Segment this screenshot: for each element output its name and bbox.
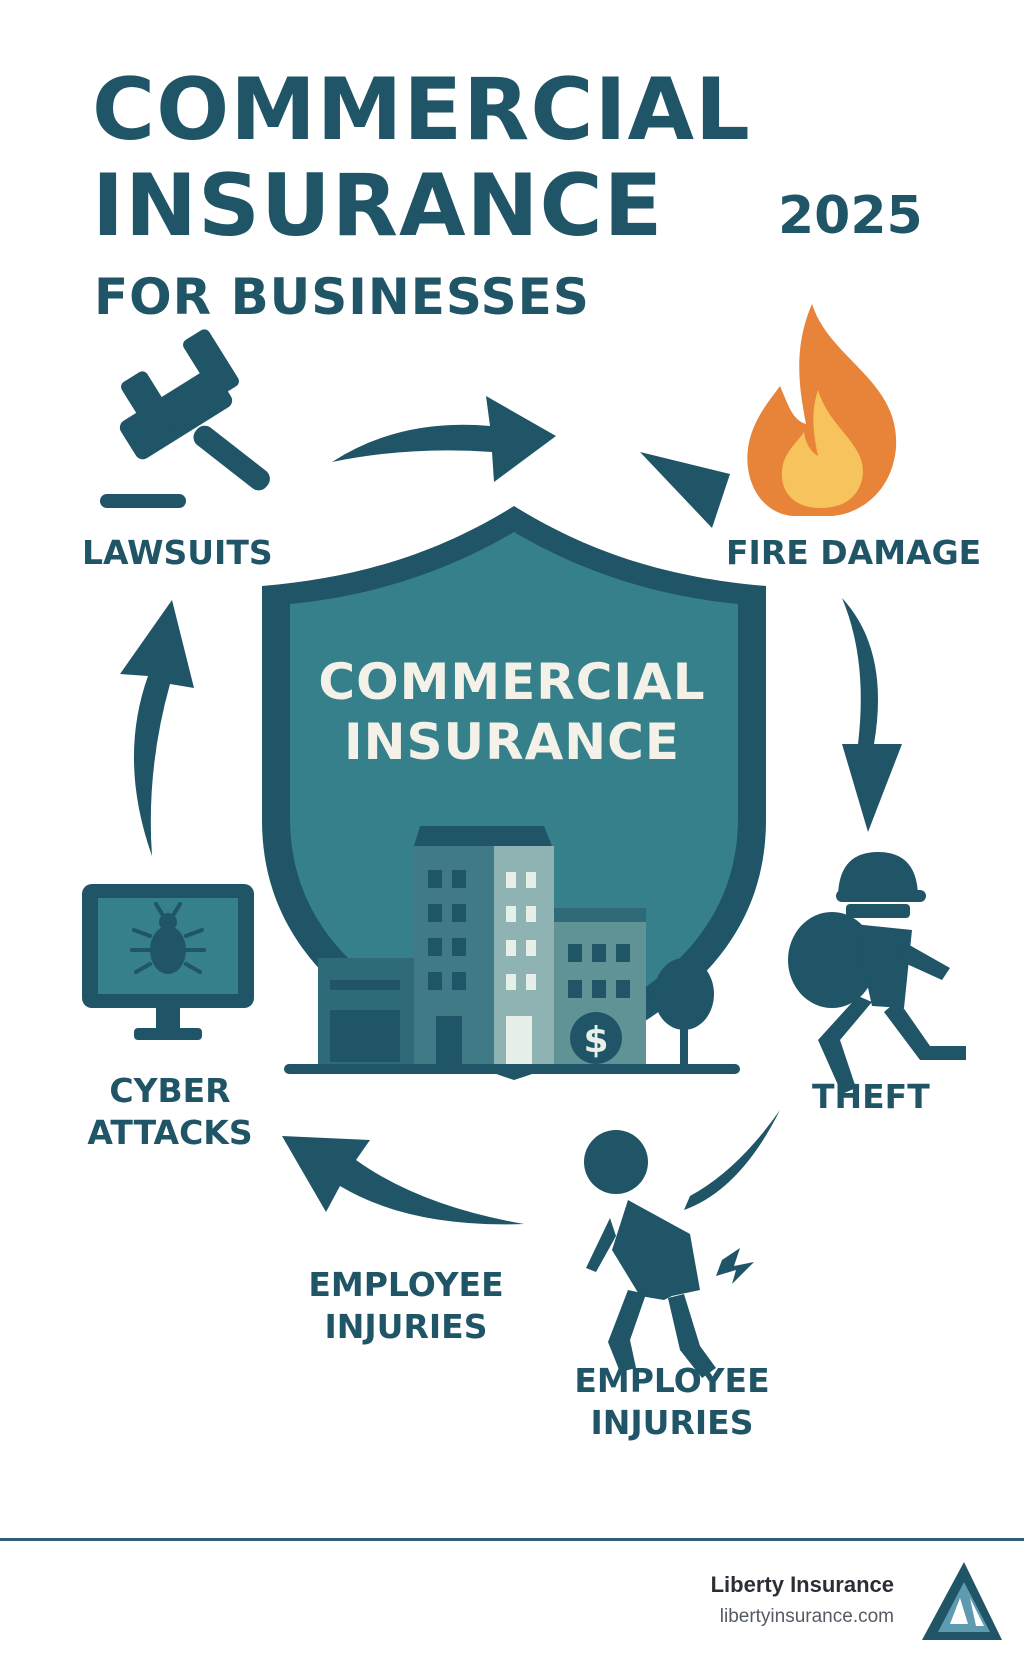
thief-icon	[788, 852, 966, 1094]
injuries-right-line-2: INJURIES	[590, 1403, 754, 1442]
cyber-line-1: CYBER	[109, 1071, 231, 1110]
label-employee-injuries-left: EMPLOYEE INJURIES	[296, 1264, 516, 1348]
cyber-line-2: ATTACKS	[87, 1113, 253, 1152]
arrow-left	[120, 600, 194, 856]
computer-bug-icon	[82, 884, 254, 1040]
label-lawsuits: LAWSUITS	[82, 533, 273, 572]
title-line-2: INSURANCE	[92, 156, 664, 256]
injuries-right-line-1: EMPLOYEE	[574, 1361, 770, 1400]
injuries-left-line-1: EMPLOYEE	[308, 1265, 504, 1304]
tree-icon	[654, 958, 714, 1066]
injured-worker-icon	[584, 1130, 754, 1378]
injuries-left-line-2: INJURIES	[324, 1307, 488, 1346]
arrow-right	[842, 598, 902, 832]
year-label: 2025	[778, 186, 923, 246]
shield-line-2: INSURANCE	[344, 713, 680, 771]
title-line-1: COMMERCIAL	[92, 60, 751, 160]
arrow-to-fire	[640, 452, 730, 528]
footer-divider	[0, 1538, 1024, 1541]
cycle-arrows	[120, 396, 902, 1225]
label-theft: THEFT	[812, 1077, 930, 1116]
dollar-icon: $	[570, 1012, 622, 1064]
shield-label: COMMERCIAL INSURANCE	[300, 652, 724, 772]
page-title: COMMERCIAL INSURANCE	[92, 62, 751, 254]
page-subtitle: FOR BUSINESSES	[94, 268, 590, 326]
label-cyber-attacks: CYBER ATTACKS	[82, 1070, 258, 1154]
svg-text:$: $	[583, 1020, 608, 1061]
fire-icon	[747, 304, 897, 516]
brand-url[interactable]: libertyinsurance.com	[719, 1606, 894, 1627]
label-employee-injuries-right: EMPLOYEE INJURIES	[562, 1360, 782, 1444]
brand-name: Liberty Insurance	[710, 1572, 894, 1597]
arrow-top	[332, 396, 556, 482]
liberty-logo-icon	[922, 1562, 1002, 1640]
gavel-icon	[100, 329, 270, 508]
shield-line-1: COMMERCIAL	[318, 653, 706, 711]
arrow-swoosh	[684, 1110, 780, 1210]
arrow-bottom	[282, 1136, 524, 1225]
building-icon	[284, 826, 740, 1074]
label-fire-damage: FIRE DAMAGE	[726, 533, 982, 572]
